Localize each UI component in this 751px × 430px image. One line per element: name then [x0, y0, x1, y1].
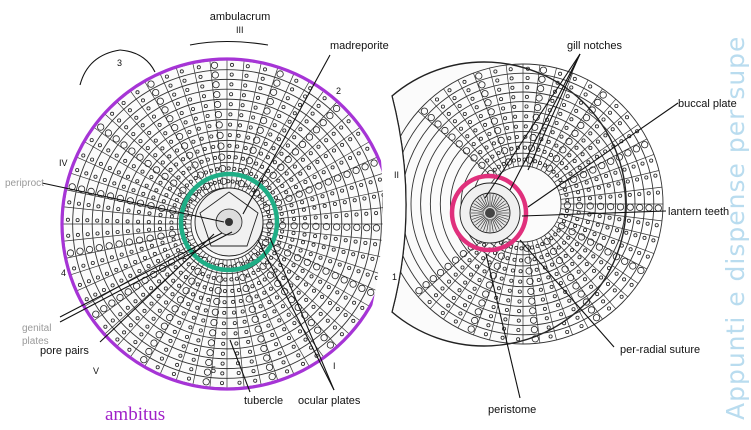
tubercle — [618, 122, 621, 125]
tubercle — [626, 180, 629, 183]
tubercle — [656, 191, 659, 194]
tubercle — [637, 221, 640, 224]
tubercle — [615, 104, 618, 107]
tubercle — [607, 307, 610, 310]
tubercle — [576, 316, 579, 319]
tubercle — [623, 278, 626, 281]
tubercle — [620, 295, 623, 298]
aboral-view — [62, 59, 392, 389]
label-madreporite: madreporite — [330, 40, 389, 52]
tubercle — [625, 116, 628, 119]
numeral-II: II — [394, 170, 399, 180]
tubercle — [559, 72, 562, 75]
label-ambitus: ambitus — [105, 404, 165, 425]
tubercle — [625, 231, 628, 234]
tubercle — [593, 315, 599, 321]
numeral-5: 5 — [211, 365, 216, 375]
tubercle — [646, 255, 649, 258]
tubercle — [613, 289, 616, 292]
tubercle — [647, 192, 650, 195]
label-ocular-plates: ocular plates — [298, 395, 361, 407]
tubercle — [580, 325, 583, 328]
tubercle — [630, 283, 633, 286]
tubercle — [540, 67, 546, 73]
numeral-4: 4 — [61, 268, 66, 278]
tubercle — [588, 307, 594, 313]
tubercle — [638, 267, 644, 273]
tubercle — [623, 168, 626, 171]
tubercle — [627, 219, 630, 222]
tubercle — [632, 165, 635, 168]
tubercle — [638, 193, 641, 196]
tubercle — [630, 263, 636, 269]
numeral-I: I — [333, 361, 336, 371]
tubercle — [628, 193, 631, 196]
tubercle — [642, 142, 648, 148]
numeral-V: V — [93, 366, 99, 376]
numeral-IV: IV — [59, 158, 68, 168]
label-genital: genital — [22, 323, 51, 334]
label-periproct: periproct — [5, 178, 44, 189]
label-tubercle: tubercle — [244, 395, 283, 407]
tubercle — [573, 77, 576, 80]
label-gill-notches: gill notches — [567, 40, 623, 52]
tubercle — [566, 330, 569, 333]
tubercle — [608, 111, 611, 114]
tubercle — [606, 282, 609, 285]
tubercle — [636, 178, 639, 181]
tubercle — [615, 272, 618, 275]
tubercle — [627, 204, 633, 210]
tubercle — [645, 176, 648, 179]
label-ambulacrum: ambulacrum — [210, 11, 271, 23]
numeral-1: 1 — [392, 272, 397, 282]
tubercle — [549, 335, 552, 338]
tubercle — [646, 222, 649, 225]
tubercle — [602, 300, 605, 303]
tubercle — [652, 239, 655, 242]
tubercle — [634, 234, 637, 237]
tubercle — [584, 93, 587, 96]
tubercle — [629, 248, 632, 251]
label-pore-pairs: pore pairs — [40, 345, 89, 357]
tubercle — [611, 128, 614, 131]
tubercle — [638, 251, 641, 254]
tubercle — [641, 162, 644, 165]
tubercle — [643, 236, 646, 239]
tubercle — [654, 174, 657, 177]
tubercle — [595, 99, 601, 105]
tubercle — [633, 146, 639, 152]
tubercle — [596, 293, 599, 296]
label-per-radial-suture: per-radial suture — [620, 344, 700, 356]
tubercle — [646, 205, 652, 211]
mouth-lantern — [460, 183, 520, 243]
tubercle — [570, 86, 573, 89]
label-peristome: peristome — [488, 404, 536, 416]
label-ambulacrum-numeral: III — [236, 25, 244, 35]
numeral-2: 2 — [336, 86, 341, 96]
tubercle — [625, 150, 631, 156]
tubercle — [622, 258, 628, 264]
watermark-text: Appunti e dispense per supe — [721, 36, 750, 420]
oral-view — [371, 62, 663, 346]
tubercle — [650, 159, 653, 162]
tubercle — [637, 204, 643, 210]
numeral-3: 3 — [117, 58, 122, 68]
tubercle — [602, 118, 605, 121]
tubercle — [589, 85, 592, 88]
tubercle — [655, 205, 661, 211]
tubercle — [655, 224, 658, 227]
tubercle — [600, 92, 606, 98]
watermark: Appunti e dispense per supe — [717, 0, 751, 430]
